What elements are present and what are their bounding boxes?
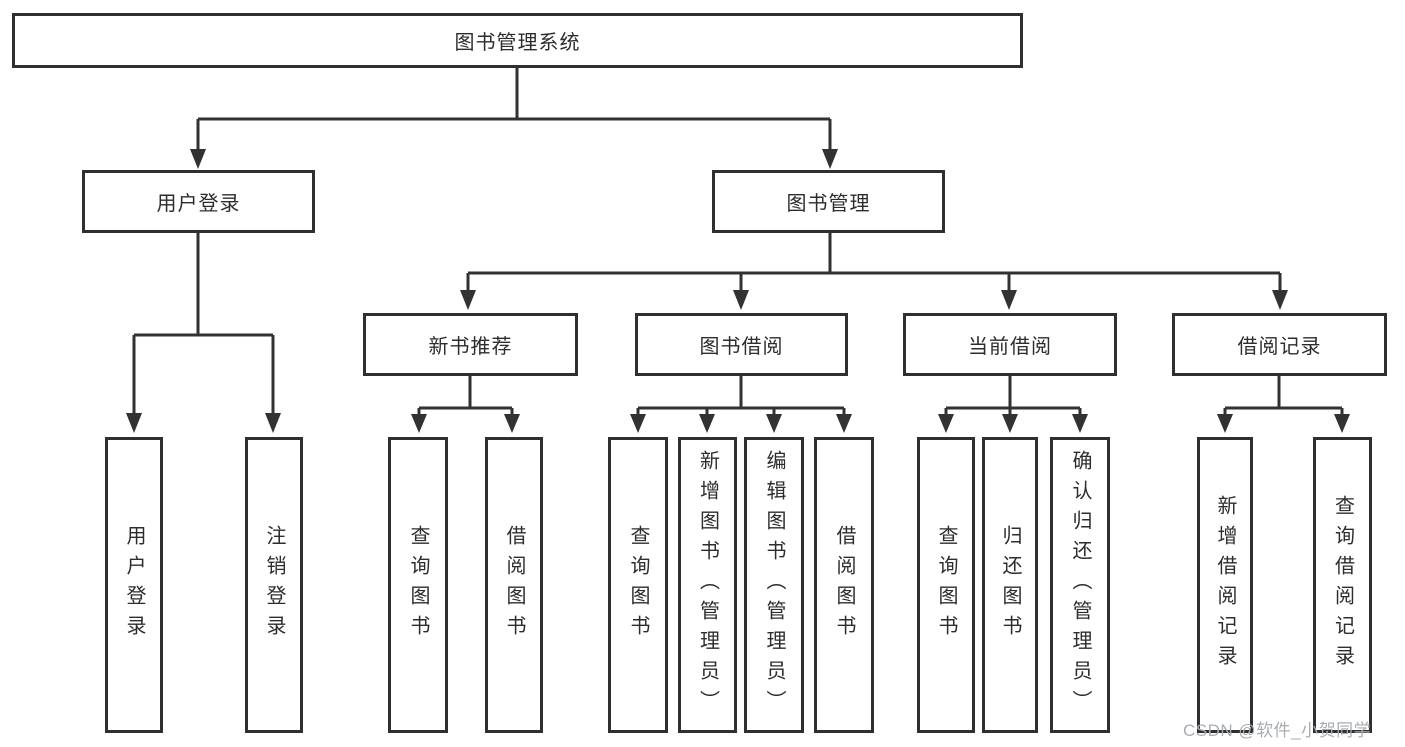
- node-label: 确认归还（管理员）: [1069, 450, 1091, 720]
- connector-book-management-children: [466, 233, 1282, 291]
- node-label: 图书管理: [786, 193, 871, 215]
- node-label: 用户登录: [123, 525, 145, 645]
- arrowhead: [190, 149, 206, 169]
- connector-recommend-children: [417, 376, 514, 415]
- node-leaf-add-books-admin: 新增图书（管理员）: [678, 437, 737, 733]
- node-label: 当前借阅: [968, 336, 1052, 358]
- arrowhead: [411, 414, 427, 433]
- node-leaf-borrow-books: 借阅图书: [814, 437, 874, 733]
- node-label: 借阅图书: [503, 525, 525, 645]
- arrowhead: [630, 414, 646, 433]
- node-label: 归还图书: [999, 525, 1021, 645]
- arrowhead: [822, 149, 838, 169]
- arrowhead: [699, 414, 715, 433]
- node-label: 新增图书（管理员）: [696, 450, 719, 720]
- node-new-book-recommend: 新书推荐: [363, 313, 578, 376]
- arrowhead: [265, 413, 281, 433]
- arrowhead: [938, 414, 954, 433]
- node-label: 注销登录: [263, 525, 285, 645]
- node-leaf-edit-books-admin: 编辑图书（管理员）: [744, 437, 804, 733]
- arrowhead: [1334, 414, 1350, 433]
- arrowhead: [460, 290, 476, 310]
- node-book-management: 图书管理: [712, 170, 945, 233]
- node-leaf-confirm-return-admin: 确认归还（管理员）: [1050, 437, 1110, 733]
- node-leaf-recommend-query-books: 查询图书: [388, 437, 448, 733]
- node-library-management-system: 图书管理系统: [12, 13, 1023, 68]
- node-label: 查询图书: [935, 525, 957, 645]
- node-user-login: 用户登录: [82, 170, 315, 233]
- node-label: 编辑图书（管理员）: [763, 450, 785, 720]
- connector-records-children: [1223, 376, 1344, 415]
- arrowhead: [1272, 290, 1288, 310]
- node-label: 查询图书: [627, 525, 649, 645]
- connector-borrow-children: [636, 376, 846, 415]
- arrowhead: [836, 414, 852, 433]
- node-label: 查询借阅记录: [1331, 495, 1354, 675]
- node-label: 查询图书: [407, 525, 429, 645]
- csdn-watermark: CSDN @软件_小贺同学: [1183, 721, 1372, 740]
- arrowhead: [1072, 414, 1088, 433]
- node-leaf-add-borrow-record: 新增借阅记录: [1197, 437, 1253, 733]
- node-leaf-recommend-borrow-books: 借阅图书: [485, 437, 543, 733]
- node-leaf-query-borrow-record: 查询借阅记录: [1313, 437, 1372, 733]
- node-label: 图书借阅: [699, 336, 784, 358]
- connector-user-login-children: [132, 233, 275, 414]
- arrowhead: [1002, 414, 1018, 433]
- arrowhead: [1001, 290, 1017, 310]
- connector-current-children: [944, 376, 1082, 415]
- node-label: 借阅记录: [1237, 336, 1322, 358]
- node-leaf-user-login: 用户登录: [105, 437, 163, 733]
- node-label: 新书推荐: [428, 336, 513, 358]
- arrowhead: [504, 414, 520, 433]
- node-label: 图书管理系统: [454, 32, 581, 54]
- node-leaf-logout: 注销登录: [245, 437, 303, 733]
- arrowhead: [766, 414, 782, 433]
- node-book-borrow: 图书借阅: [635, 313, 848, 376]
- arrowhead: [126, 413, 142, 433]
- connector-root-to-level2: [196, 68, 832, 150]
- arrowhead: [1217, 414, 1233, 433]
- node-label: 借阅图书: [833, 525, 855, 645]
- node-leaf-current-query-books: 查询图书: [917, 437, 975, 733]
- node-current-borrow: 当前借阅: [903, 313, 1117, 376]
- node-leaf-borrow-query-books: 查询图书: [608, 437, 668, 733]
- node-label: 新增借阅记录: [1214, 495, 1236, 675]
- node-label: 用户登录: [156, 193, 241, 215]
- node-leaf-return-books: 归还图书: [982, 437, 1038, 733]
- arrowhead: [733, 290, 749, 310]
- node-borrow-records: 借阅记录: [1172, 313, 1387, 376]
